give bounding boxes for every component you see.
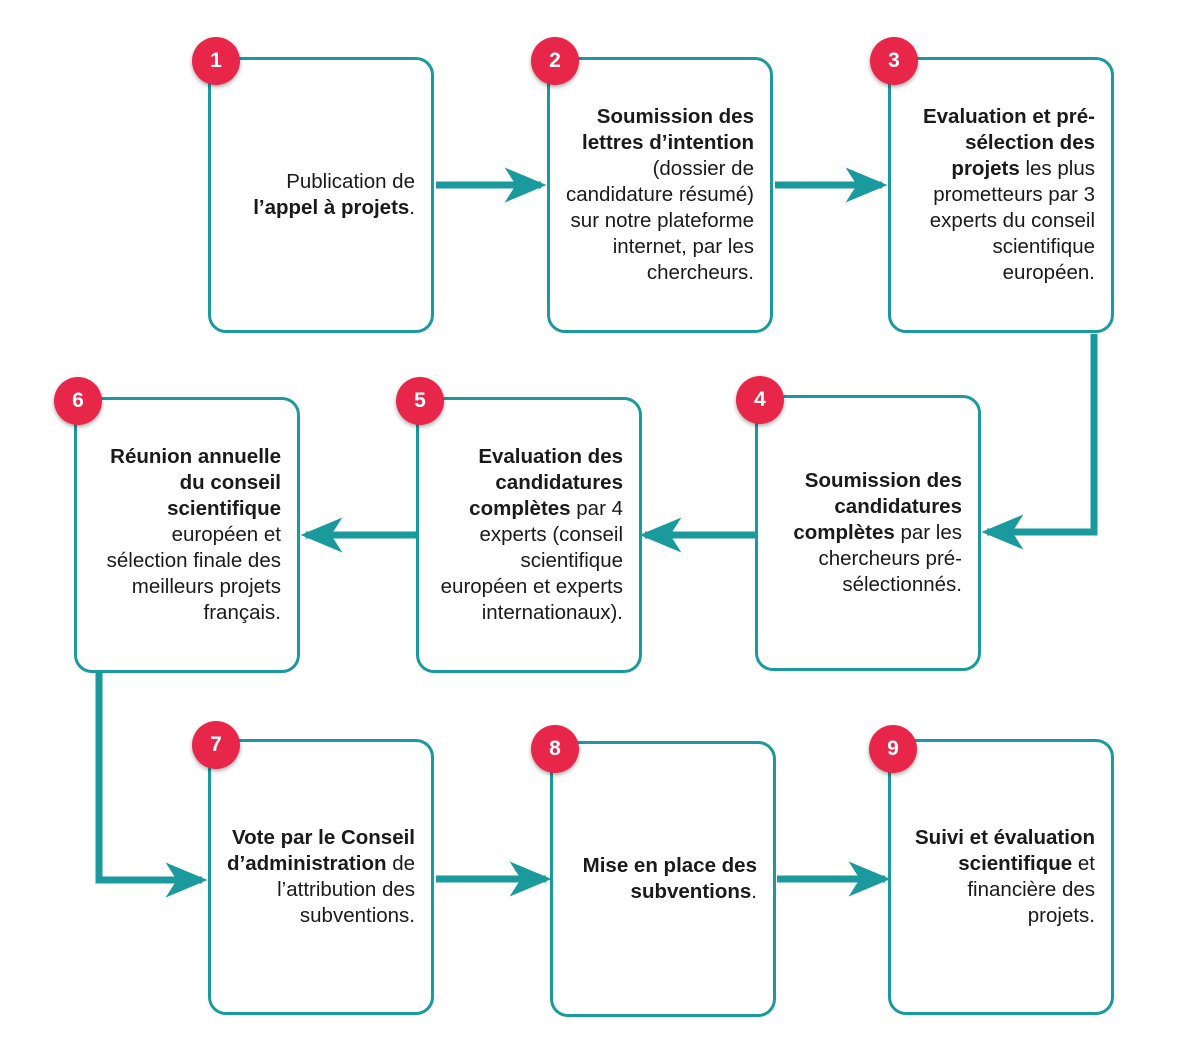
step-description: Evaluation et pré-sélection des projets … [903,104,1095,286]
step-text-regular: les plus prometteurs par 3 experts du co… [929,157,1095,284]
step-4-text: Soumission des candidatures complètes pa… [770,398,962,668]
step-5-box: Evaluation des candidatures complètes pa… [416,397,642,673]
step-8-text: Mise en place des subventions. [565,744,757,1014]
step-9-badge: 9 [869,725,917,773]
step-8-box: Mise en place des subventions. [550,741,776,1017]
step-3-text: Evaluation et pré-sélection des projets … [903,60,1095,330]
step-text-regular: de l’attribution des subventions. [277,852,415,927]
step-5-text: Evaluation des candidatures complètes pa… [431,400,623,670]
step-1-text: Publication de l’appel à projets. [223,60,415,330]
step-description: Réunion annuelle du conseil scientifique… [89,444,281,626]
step-1-badge: 1 [192,37,240,85]
step-text-bold: l’appel à projets [253,196,410,219]
step-7-box: Vote par le Conseil d’administration de … [208,739,434,1015]
step-2-badge: 2 [531,37,579,85]
step-description: Publication de l’appel à projets. [223,169,415,221]
step-6-text: Réunion annuelle du conseil scientifique… [89,400,281,670]
step-text-regular: et financière des projets. [967,852,1095,927]
step-5-badge: 5 [396,377,444,425]
step-description: Soumission des lettres d’intention (doss… [562,104,754,286]
step-8-badge: 8 [531,725,579,773]
step-text-regular: européen et sélection finale des meilleu… [106,523,281,624]
step-description: Evaluation des candidatures complètes pa… [431,444,623,626]
step-text-regular: par 4 experts (conseil scientifique euro… [440,497,623,624]
step-description: Mise en place des subventions. [565,853,757,905]
step-2-box: Soumission des lettres d’intention (doss… [547,57,773,333]
step-3-box: Evaluation et pré-sélection des projets … [888,57,1114,333]
step-text-bold: Suivi et évaluation scientifique [915,826,1095,875]
step-text-bold: Soumission des candidatures complètes [793,469,962,544]
step-text-bold: Evaluation des candidatures complètes [469,445,623,520]
step-6-badge: 6 [54,377,102,425]
step-4-box: Soumission des candidatures complètes pa… [755,395,981,671]
step-9-text: Suivi et évaluation scientifique et fina… [903,742,1095,1012]
arrow-6-to-7 [95,673,208,898]
step-text-bold: Evaluation et pré-sélection des projets [922,105,1095,180]
step-text-regular: . [409,196,415,219]
step-text-regular: . [751,880,757,903]
step-description: Soumission des candidatures complètes pa… [770,468,962,598]
arrow-3-to-4 [981,334,1098,550]
step-9-box: Suivi et évaluation scientifique et fina… [888,739,1114,1015]
step-text-bold: Soumission des lettres d’intention [582,105,754,154]
step-text-regular: Publication de [286,170,415,193]
step-7-badge: 7 [192,721,240,769]
step-text-bold: Mise en place des subventions [582,854,757,903]
step-3-badge: 3 [870,37,918,85]
step-2-text: Soumission des lettres d’intention (doss… [562,60,754,330]
step-7-text: Vote par le Conseil d’administration de … [223,742,415,1012]
step-1-box: Publication de l’appel à projets. [208,57,434,333]
step-description: Vote par le Conseil d’administration de … [223,825,415,929]
step-text-bold: Réunion annuelle du conseil scientifique [110,445,281,520]
step-text-regular: (dossier de candidature résumé) sur notr… [565,157,754,284]
step-text-regular: par les chercheurs pré-sélectionnés. [818,521,962,596]
step-6-box: Réunion annuelle du conseil scientifique… [74,397,300,673]
step-text-bold: Vote par le Conseil d’administration [227,826,415,875]
step-4-badge: 4 [736,376,784,424]
step-description: Suivi et évaluation scientifique et fina… [903,825,1095,929]
